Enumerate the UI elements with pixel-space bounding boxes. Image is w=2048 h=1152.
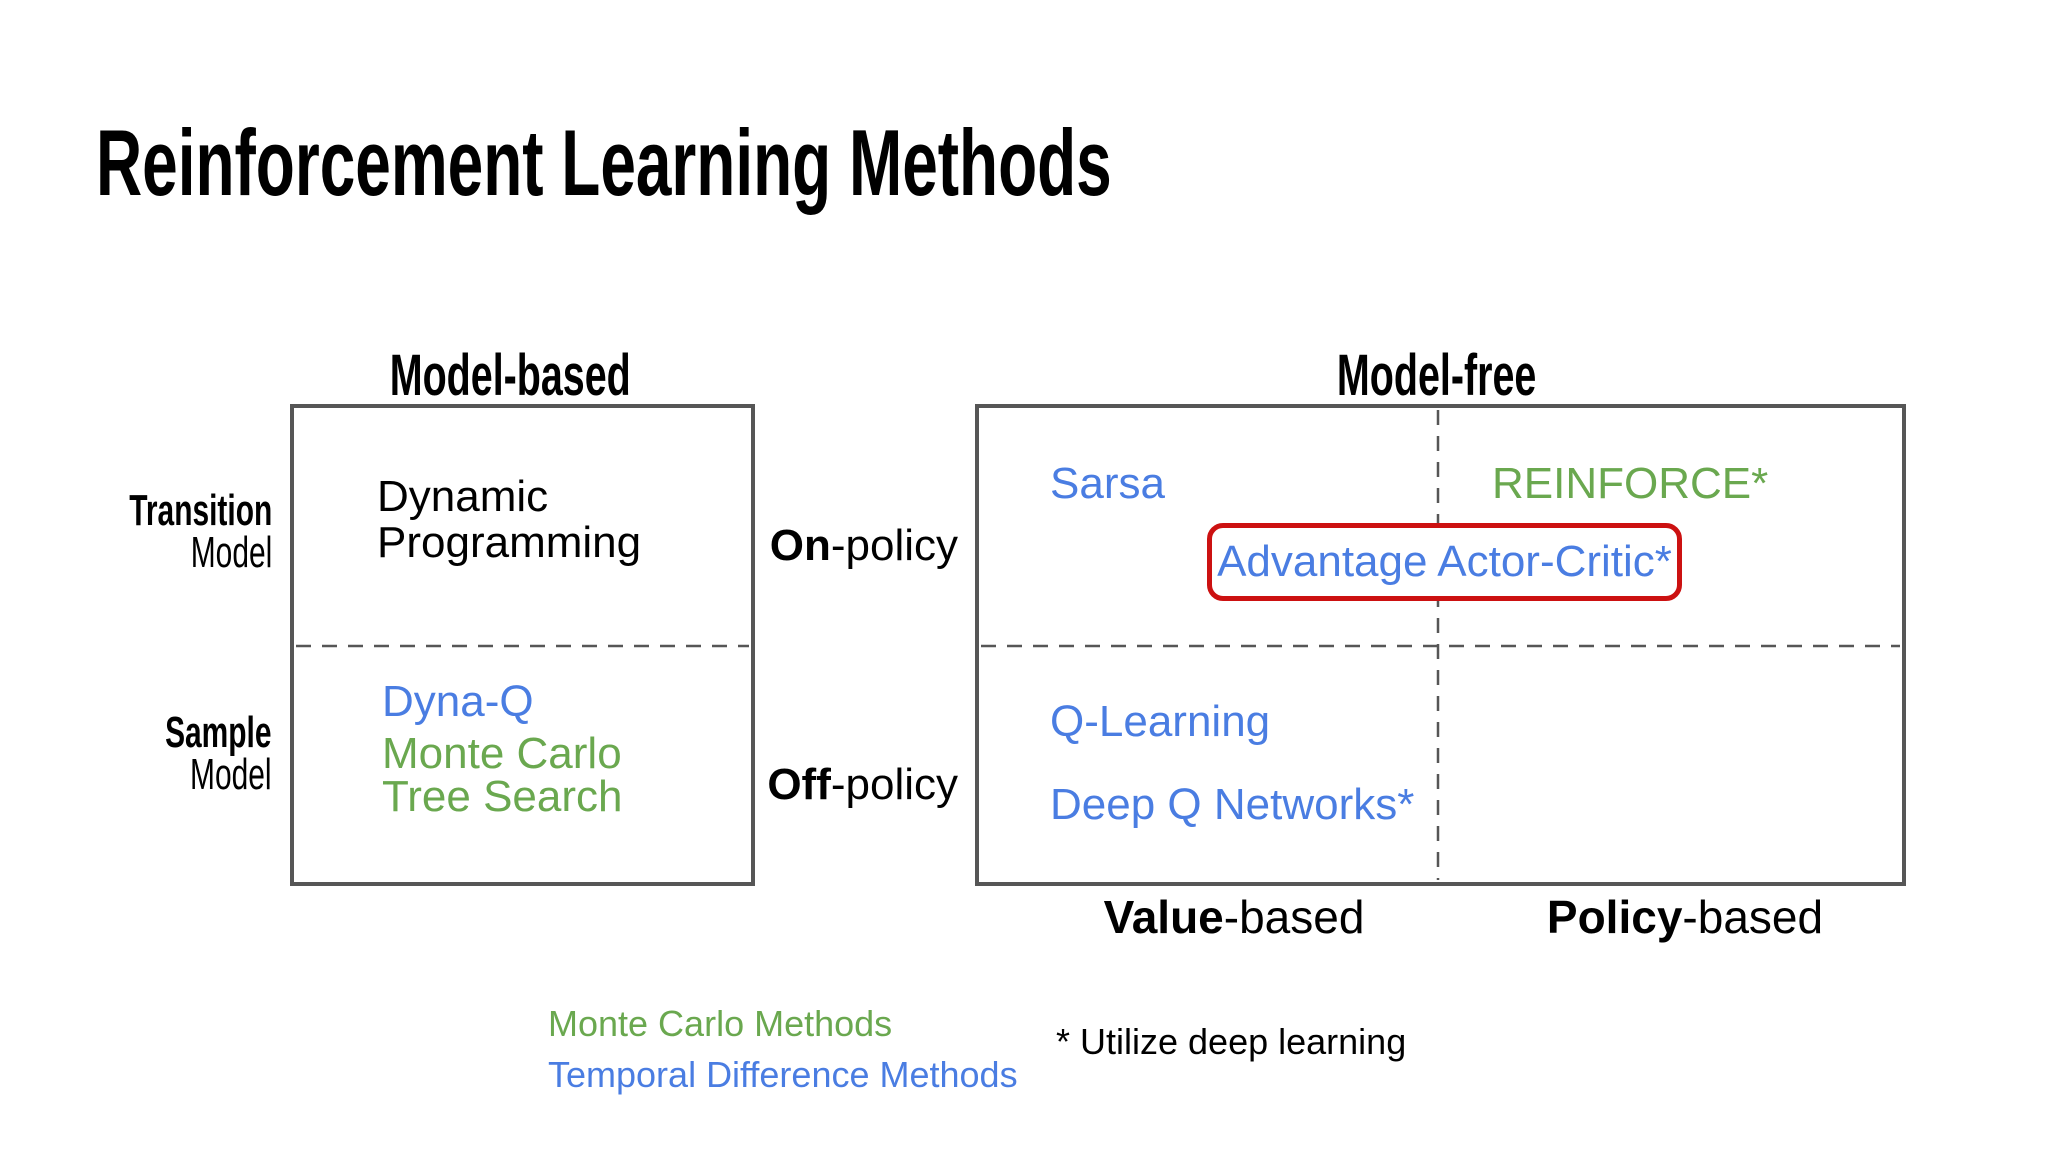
value-based-label-rest: -based	[1223, 891, 1365, 943]
sample-model-label: Sample Model	[115, 708, 272, 799]
method-dynamic-programming: Dynamic Programming	[377, 472, 642, 567]
on-policy-label-rest: -policy	[830, 521, 958, 570]
policy-based-label: Policy-based	[1485, 894, 1885, 940]
model-free-box	[975, 404, 1906, 886]
on-policy-label: On-policy	[770, 524, 958, 568]
model-free-header-wrap: Model-free	[1237, 347, 1637, 405]
sample-label-rest: Model	[190, 750, 272, 799]
model-based-header: Model-based	[389, 343, 631, 408]
method-sarsa: Sarsa	[1050, 459, 1165, 508]
off-policy-label-bold: Off	[767, 760, 831, 809]
sample-label-bold: Sample	[165, 708, 272, 757]
on-policy-label-bold: On	[769, 521, 831, 570]
legend-temporal-difference-methods: Temporal Difference Methods	[548, 1054, 1018, 1095]
method-deep-q-networks: Deep Q Networks*	[1050, 780, 1415, 829]
method-reinforce: REINFORCE*	[1492, 459, 1769, 508]
method-advantage-actor-critic: Advantage Actor-Critic*	[1217, 537, 1672, 586]
policy-based-label-rest: -based	[1682, 891, 1824, 943]
model-based-box	[290, 404, 755, 886]
value-based-label-bold: Value	[1103, 891, 1224, 943]
model-based-header-wrap: Model-based	[310, 347, 710, 405]
method-monte-carlo-tree-search: Monte Carlo Tree Search	[382, 729, 623, 821]
off-policy-label-rest: -policy	[830, 760, 958, 809]
model-free-header: Model-free	[1337, 343, 1537, 408]
transition-label-rest: Model	[190, 528, 272, 577]
deep-learning-footnote: * Utilize deep learning	[1056, 1021, 1407, 1062]
transition-model-label: Transition Model	[62, 486, 272, 577]
advantage-actor-critic-highlight-box: Advantage Actor-Critic*	[1207, 523, 1682, 601]
page-title: Reinforcement Learning Methods	[96, 110, 1112, 215]
off-policy-label: Off-policy	[767, 763, 958, 807]
method-dyna-q: Dyna-Q	[382, 677, 534, 726]
value-based-label: Value-based	[1034, 894, 1434, 940]
legend-monte-carlo-methods: Monte Carlo Methods	[548, 1003, 893, 1044]
policy-based-label-bold: Policy	[1546, 891, 1683, 943]
method-q-learning: Q-Learning	[1050, 697, 1271, 746]
transition-label-bold: Transition	[129, 486, 272, 535]
